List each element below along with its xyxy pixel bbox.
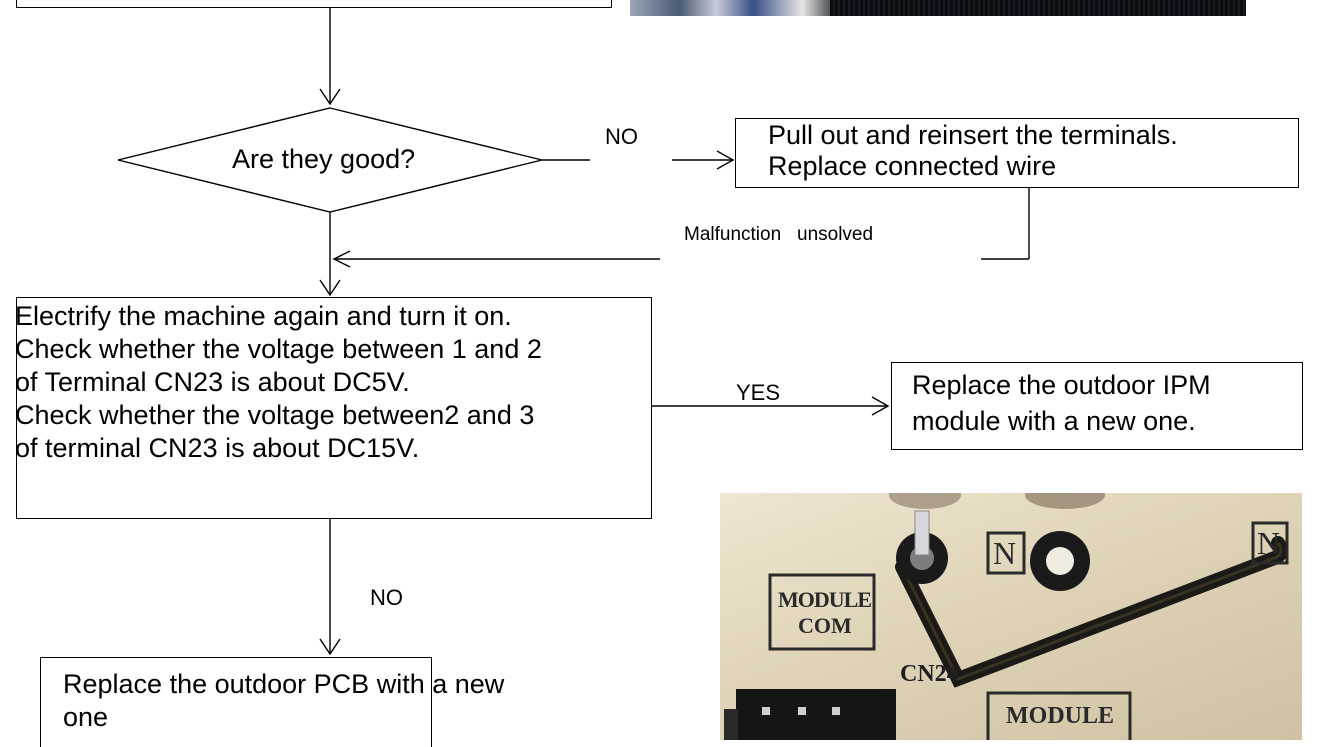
check-line-3: of Terminal CN23 is about DC5V. — [15, 367, 410, 397]
check-line-4: Check whether the voltage between2 and 3 — [15, 400, 535, 430]
check-box: Electrify the machine again and turn it … — [15, 297, 652, 519]
photo-label-module: MODULE — [1006, 703, 1114, 729]
arrow-head-pcb — [319, 638, 341, 656]
arrow-head-decision — [319, 88, 341, 106]
photo-label-cn24: CN24 — [900, 661, 959, 687]
reinsert-line-2: Replace connected wire — [768, 151, 1057, 181]
photo-label-module-com-1: MODULE — [778, 587, 872, 612]
pcb-photo: MODULE COM CN24 MODULE N N — [720, 493, 1302, 740]
reinsert-box: Pull out and reinsert the terminals. Rep… — [735, 118, 1299, 188]
decision-label: Are they good? — [232, 144, 416, 174]
check-line-2: Check whether the voltage between 1 and … — [15, 334, 542, 364]
pcb-photo-art — [724, 493, 1289, 740]
arrow-head-reinsert — [716, 150, 735, 170]
top-photo — [630, 0, 1246, 16]
arrow-head-check — [319, 279, 341, 297]
unsolved-label: Malfunction unsolved — [684, 224, 874, 245]
pcb-box: Replace the outdoor PCB with a new one — [40, 657, 504, 747]
check-line-1: Electrify the machine again and turn it … — [15, 301, 512, 331]
photo-dark-region — [830, 0, 1246, 16]
pcb-line-1: Replace the outdoor PCB with a new — [63, 669, 505, 699]
branch-yes-label: YES — [736, 380, 781, 405]
photo-label-n2: N — [1257, 525, 1281, 561]
photo-label-n1: N — [993, 535, 1017, 571]
check-line-5: of terminal CN23 is about DC15V. — [15, 433, 420, 463]
reinsert-line-1: Pull out and reinsert the terminals. — [768, 120, 1178, 150]
ipm-box: Replace the outdoor IPM module with a ne… — [891, 362, 1303, 450]
pcb-line-2: one — [63, 702, 109, 732]
ipm-line-2: module with a new one. — [912, 406, 1196, 436]
arrow-head-unsolved — [332, 250, 351, 268]
branch-no-label: NO — [605, 124, 638, 149]
arrow-head-ipm — [871, 396, 890, 416]
photo-label-module-com-2: COM — [798, 613, 852, 638]
branch-no-bottom-label: NO — [370, 585, 403, 610]
top-box — [16, 0, 612, 8]
ipm-line-1: Replace the outdoor IPM — [912, 370, 1211, 400]
